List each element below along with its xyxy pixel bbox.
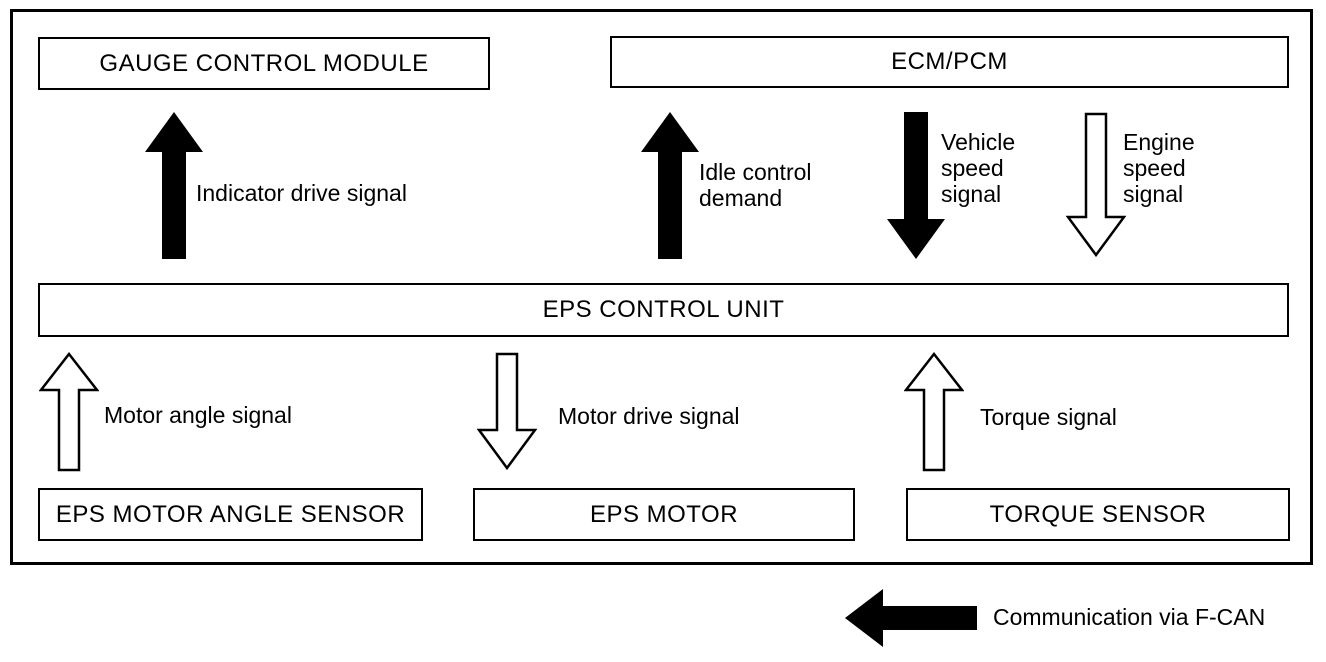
box-eps-motor-label: EPS MOTOR	[589, 500, 739, 528]
vehicle-speed-down-arrow-icon	[887, 112, 945, 259]
engine-speed-down-arrow-icon	[1066, 112, 1126, 257]
box-gauge-control-module: GAUGE CONTROL MODULE	[38, 37, 490, 90]
box-eps-control-unit-label: EPS CONTROL UNIT	[542, 296, 785, 323]
fcan-left-arrow-icon	[845, 589, 977, 647]
torque-signal-label: Torque signal	[980, 404, 1117, 430]
communication-via-fcan-label: Communication via F-CAN	[993, 604, 1266, 630]
box-eps-motor: EPS MOTOR	[473, 488, 855, 541]
box-eps-control-unit: EPS CONTROL UNIT	[38, 283, 1289, 337]
vehicle-speed-signal-label: Vehicle speed signal	[941, 129, 1016, 207]
box-eps-motor-angle-sensor: EPS MOTOR ANGLE SENSOR	[38, 488, 423, 541]
torque-up-arrow-icon	[904, 352, 964, 472]
engine-speed-signal-label: Engine speed signal	[1123, 129, 1195, 207]
box-gauge-control-module-label: GAUGE CONTROL MODULE	[99, 49, 429, 77]
motor-angle-signal-label: Motor angle signal	[104, 402, 292, 428]
motor-angle-up-arrow-icon	[39, 352, 99, 472]
box-ecm-pcm-label: ECM/PCM	[891, 48, 1008, 75]
indicator-drive-up-arrow-icon	[145, 112, 203, 259]
idle-control-demand-label: Idle control demand	[699, 159, 812, 211]
box-eps-motor-angle-sensor-label: EPS MOTOR ANGLE SENSOR	[55, 500, 406, 528]
box-torque-sensor-label: TORQUE SENSOR	[989, 500, 1207, 528]
box-torque-sensor: TORQUE SENSOR	[906, 488, 1290, 541]
idle-control-up-arrow-icon	[641, 112, 699, 259]
indicator-drive-signal-label: Indicator drive signal	[196, 180, 407, 206]
motor-drive-down-arrow-icon	[477, 352, 537, 470]
motor-drive-signal-label: Motor drive signal	[558, 403, 740, 429]
box-ecm-pcm: ECM/PCM	[610, 36, 1289, 88]
